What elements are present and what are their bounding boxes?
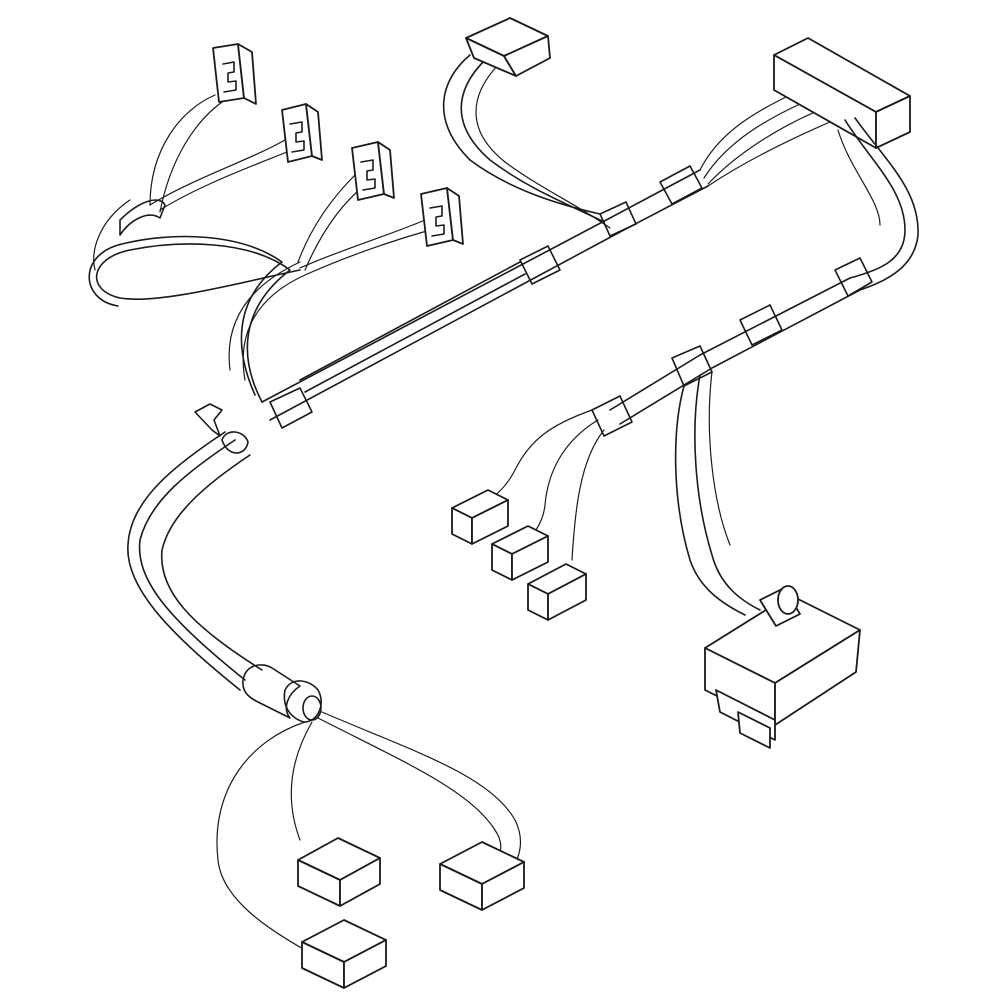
c-clip-1 [212,43,257,105]
mid-plug-3 [527,563,587,621]
lower-collar [242,664,322,723]
multi-pin-wires [699,94,831,187]
c-clip-3 [351,141,395,201]
c-clip-2 [281,103,323,163]
arrow-tab-icon [194,403,223,437]
left-loop-wires [88,199,306,403]
mid-plug-2 [491,525,549,581]
top-plug [465,17,551,77]
junction-wires [674,371,761,616]
main-multi-pin [773,37,911,149]
main-trunk [127,169,709,691]
c-clip-4 [420,187,464,247]
top-plug-wires [442,54,611,229]
junction-block [704,585,861,749]
right-branch [591,117,919,437]
mid-plug-1 [451,489,509,545]
bottom-plug-2 [439,841,525,911]
bottom-plug-3 [301,919,387,989]
bottom-plug-1 [297,837,381,907]
trunk-sleeves [221,165,703,454]
c-clip-wires [149,94,431,276]
bottom-plug-wires [216,711,522,951]
